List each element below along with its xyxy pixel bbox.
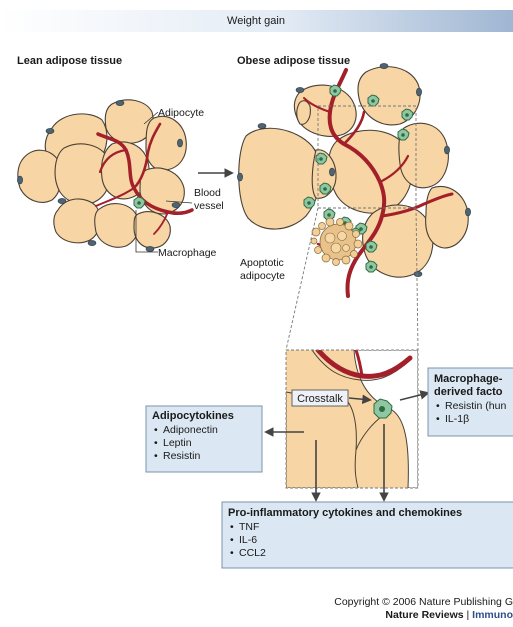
macrophage-factors-title-line2: derived facto <box>434 386 503 398</box>
adipocytokines-item-0: Adiponectin <box>163 424 218 436</box>
adipocytokines-bullet-2: • <box>154 450 158 462</box>
proinflammatory-bullet-0: • <box>230 521 234 533</box>
adipocyte-label: Adipocyte <box>158 107 204 119</box>
adipocytokines-item-2: Resistin <box>163 450 201 462</box>
macrophage-factors-item-0: Resistin (hun <box>445 400 506 412</box>
lean-title: Lean adipose tissue <box>17 55 122 67</box>
adipocytokines-box: Adipocytokines • Adiponectin • Leptin • … <box>146 406 262 472</box>
proinflammatory-item-0: TNF <box>239 521 259 533</box>
proinflammatory-box: Pro-inflammatory cytokines and chemokine… <box>222 502 513 568</box>
adipocytokines-item-1: Leptin <box>163 437 192 449</box>
copyright-line: Copyright © 2006 Nature Publishing G <box>334 596 513 608</box>
macrophage-factors-bullet-1: • <box>436 413 440 425</box>
obese-title: Obese adipose tissue <box>237 55 350 67</box>
inset-view <box>286 350 418 488</box>
lean-macrophage <box>134 197 145 208</box>
apoptotic-label-line1: Apoptotic <box>240 257 284 269</box>
blood-vessel-label-line1: Blood <box>194 187 221 199</box>
zoom-line-left <box>286 208 318 350</box>
adipocytokines-title: Adipocytokines <box>152 410 234 422</box>
adipocytokines-bullet-0: • <box>154 424 158 436</box>
proinflammatory-item-1: IL-6 <box>239 534 257 546</box>
macrophage-factors-title-line1: Macrophage- <box>434 373 503 385</box>
header-title: Weight gain <box>227 15 285 27</box>
journal-bold: Nature Reviews <box>385 609 463 621</box>
proinflammatory-item-2: CCL2 <box>239 547 266 559</box>
apoptotic-label-line2: adipocyte <box>240 270 285 282</box>
journal-line: Nature Reviews | Immuno <box>385 609 513 621</box>
macrophage-factors-box: Macrophage- derived facto • Resistin (hu… <box>428 368 513 436</box>
lean-tissue <box>17 100 192 252</box>
blood-vessel-label-line2: vessel <box>194 200 224 212</box>
proinflammatory-bullet-1: • <box>230 534 234 546</box>
macrophage-label: Macrophage <box>158 247 217 259</box>
proinflammatory-title: Pro-inflammatory cytokines and chemokine… <box>228 507 462 519</box>
journal-name: Immuno <box>472 609 513 621</box>
journal-separator: | <box>464 609 473 621</box>
macrophage-factors-bullet-0: • <box>436 400 440 412</box>
adipocytokines-bullet-1: • <box>154 437 158 449</box>
proinflammatory-bullet-2: • <box>230 547 234 559</box>
macrophage-factors-item-1: IL-1β <box>445 413 469 425</box>
crosstalk-label: Crosstalk <box>297 393 343 405</box>
